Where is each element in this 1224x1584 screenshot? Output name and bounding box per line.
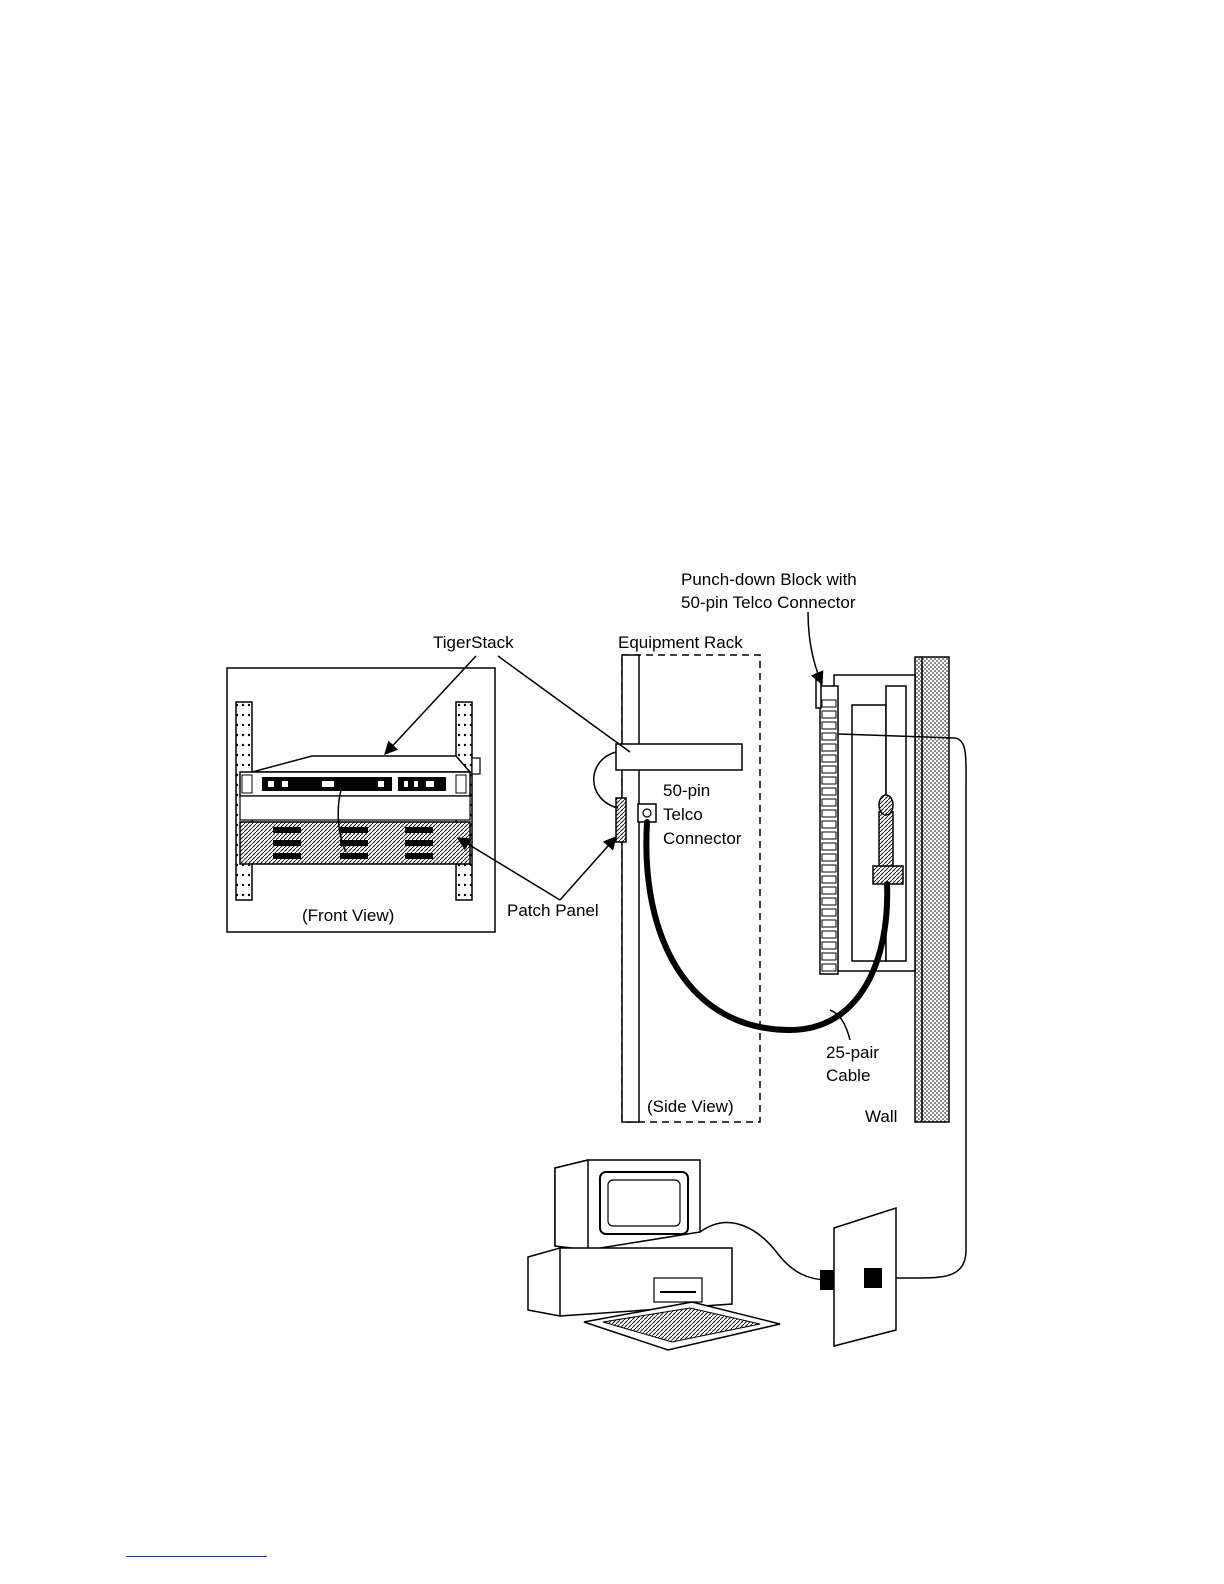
computer-workstation [528, 1160, 780, 1350]
telco-connector-side [616, 798, 626, 842]
punch-down-pin [822, 931, 836, 938]
patch-panel-label: Patch Panel [507, 901, 599, 920]
front-view-panel [227, 668, 495, 932]
punch-down-pin [822, 722, 836, 729]
telco-label-line1: 50-pin [663, 781, 710, 800]
wall-plate [820, 1208, 896, 1346]
punch-down-pin [822, 810, 836, 817]
punch-down-pin [822, 711, 836, 718]
punch-down-pin [822, 887, 836, 894]
tigerstack-label: TigerStack [433, 633, 514, 652]
punch-down-pin [822, 821, 836, 828]
punch-down-pin [822, 909, 836, 916]
punch-down-pin [822, 744, 836, 751]
punch-down-pin [822, 942, 836, 949]
punch-down-pin [822, 766, 836, 773]
tigerstack-side [616, 744, 742, 770]
punch-down-pin [822, 733, 836, 740]
punch-down-pin [822, 777, 836, 784]
footer-rule [126, 1556, 267, 1557]
wall [915, 657, 949, 1122]
punch-down-pin [822, 700, 836, 707]
telco-label-line3: Connector [663, 829, 742, 848]
cable-label-line1: 25-pair [826, 1043, 879, 1062]
punch-down-pin [822, 920, 836, 927]
punch-down-pin [822, 898, 836, 905]
wall-label: Wall [865, 1107, 897, 1126]
punch-down-pin [822, 953, 836, 960]
telco-label-line2: Telco [663, 805, 703, 824]
equipment-rack-side-view [594, 655, 760, 1122]
punchdown-label-line1: Punch-down Block with [681, 570, 857, 589]
punchdown-label-line2: 50-pin Telco Connector [681, 593, 856, 612]
cable-label-line2: Cable [826, 1066, 870, 1085]
punch-down-pin [822, 854, 836, 861]
punch-down-pin [822, 755, 836, 762]
punch-down-pin [822, 799, 836, 806]
punch-down-pin [822, 964, 836, 971]
punch-down-pin [822, 865, 836, 872]
side-view-label: (Side View) [647, 1097, 734, 1116]
punch-down-block [816, 674, 915, 974]
punch-down-pin [822, 788, 836, 795]
punch-down-pin [822, 876, 836, 883]
equipment-rack-label: Equipment Rack [618, 633, 743, 652]
punch-down-pin [822, 843, 836, 850]
patch-panel-front [240, 822, 470, 864]
punch-down-pin [822, 832, 836, 839]
front-view-label: (Front View) [302, 906, 394, 925]
